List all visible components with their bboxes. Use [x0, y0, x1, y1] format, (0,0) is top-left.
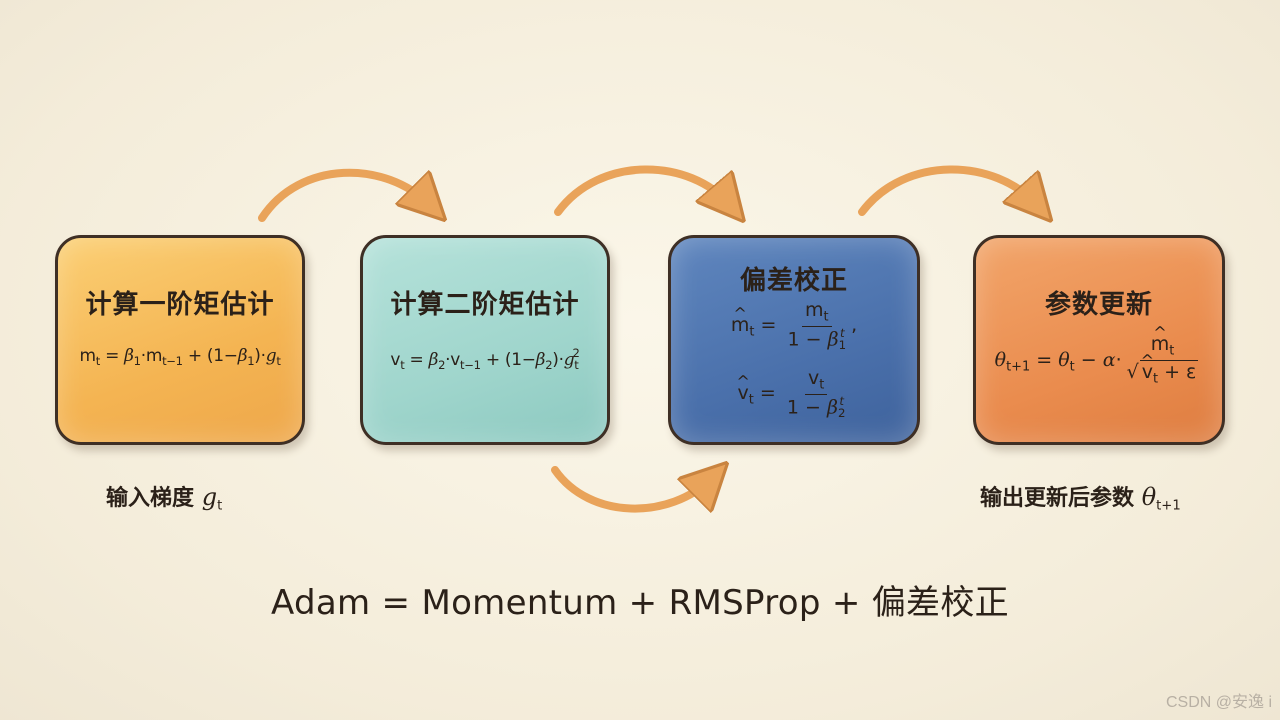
second-moment-title: 计算二阶矩估计 — [390, 290, 580, 320]
curved-arrow-top-3 — [858, 165, 1037, 212]
curved-arrow-top-2 — [554, 165, 730, 212]
first-moment-formula: mt = β1·mt−1 + (1−β1)·gt — [79, 346, 281, 369]
m-hat-formula: mt = mt 1 − βt1 , — [671, 300, 917, 351]
input-gradient-label: 输入梯度 gt — [106, 483, 223, 514]
parameter-update-box: 参数更新 θt+1 = θt − α· mt √vt + ε — [973, 235, 1225, 445]
curved-arrow-top-1 — [258, 168, 430, 218]
bias-correction-title: 偏差校正 — [739, 266, 848, 296]
output-parameter-label: 输出更新后参数 θt+1 — [980, 483, 1181, 514]
watermark: CSDN @安逸 i — [1165, 694, 1272, 711]
v-hat-formula: vt = vt 1 − βt2 — [671, 368, 917, 419]
curved-arrow-bottom — [551, 470, 712, 509]
second-moment-formula: vt = β2·vt−1 + (1−β2)·gt2 — [390, 346, 580, 373]
parameter-update-formula: θt+1 = θt − α· mt √vt + ε — [976, 334, 1222, 387]
first-moment-title: 计算一阶矩估计 — [85, 290, 275, 320]
second-moment-box: 计算二阶矩估计 vt = β2·vt−1 + (1−β2)·gt2 — [360, 235, 610, 445]
parameter-update-title: 参数更新 — [1044, 290, 1153, 320]
first-moment-box: 计算一阶矩估计 mt = β1·mt−1 + (1−β1)·gt — [55, 235, 305, 445]
summary-equation: Adam = Momentum + RMSProp + 偏差校正 — [271, 583, 1009, 623]
bias-correction-box: 偏差校正 mt = mt 1 − βt1 , vt = vt 1 − βt2 — [668, 235, 920, 445]
